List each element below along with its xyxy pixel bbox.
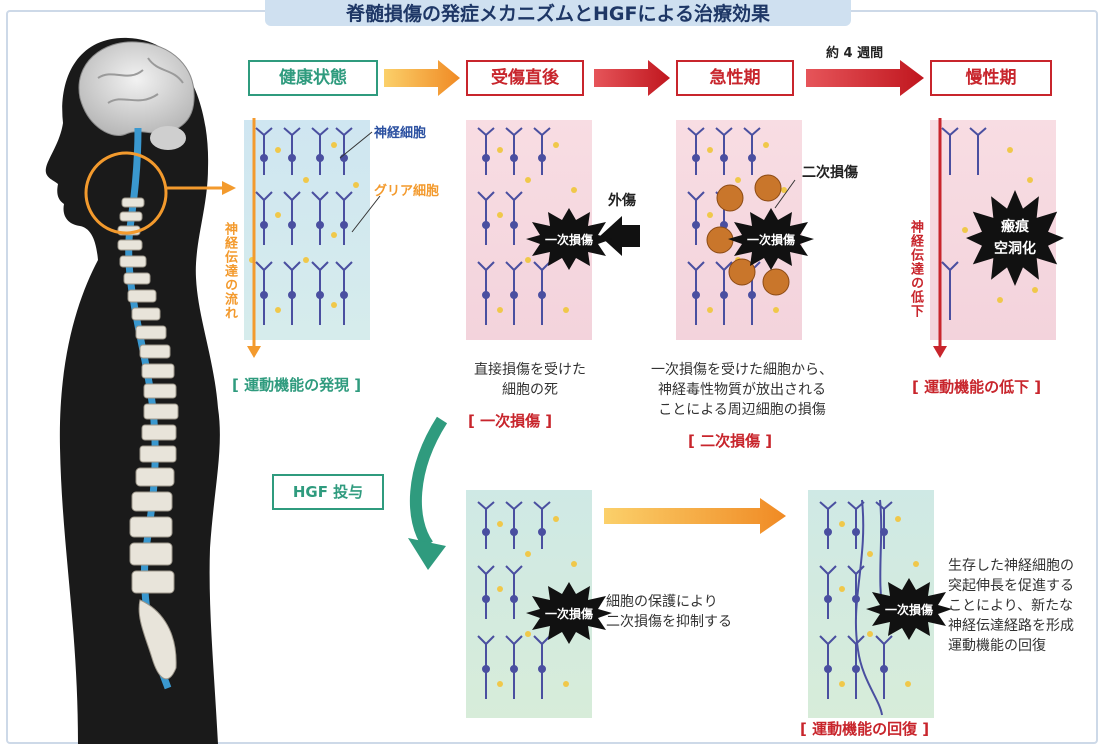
primary-injury-burst-3: 一次損傷 bbox=[526, 582, 612, 644]
primary-injury-text-4: 一次損傷 bbox=[884, 602, 933, 617]
trauma-label: 外傷 bbox=[608, 193, 636, 209]
primary-injury-burst-1: 一次損傷 bbox=[526, 208, 612, 270]
primary-injury-burst-4: 一次損傷 bbox=[866, 578, 952, 640]
motor-decline-label: [ 運動機能の低下 ] bbox=[912, 378, 1042, 396]
recovery-desc-line1: 生存した神経細胞の bbox=[948, 558, 1074, 574]
human-spine-illustration bbox=[45, 37, 220, 744]
secondary-desc-line2: 神経毒性物質が放出される bbox=[658, 382, 826, 398]
cavity-text: 空洞化 bbox=[994, 241, 1036, 257]
protect-desc-line2: 二次損傷を抑制する bbox=[606, 614, 732, 630]
secondary-desc-line1: 一次損傷を受けた細胞から、 bbox=[651, 362, 833, 378]
primary-desc-line1: 直接損傷を受けた bbox=[474, 362, 586, 378]
scar-burst: 瘢痕 空洞化 bbox=[966, 190, 1064, 286]
decline-vertical-label: 神経伝達の低下 bbox=[908, 220, 923, 318]
diagram-title: 脊髄損傷の発症メカニズムとHGFによる治療効果 bbox=[265, 0, 851, 26]
recovery-desc-line3: ことにより、新たな bbox=[948, 598, 1074, 614]
pointer-arrow bbox=[166, 181, 236, 195]
stage-acute: 急性期 bbox=[676, 60, 794, 96]
panel-healthy bbox=[244, 120, 370, 340]
primary-injury-text-2: 一次損傷 bbox=[746, 232, 795, 247]
stage-chronic: 慢性期 bbox=[930, 60, 1052, 96]
secondary-injury-label: 二次損傷 bbox=[802, 165, 858, 181]
motor-recovery-label: [ 運動機能の回復 ] bbox=[800, 720, 930, 738]
primary-injury-burst-2: 一次損傷 bbox=[728, 208, 814, 270]
secondary-desc-line3: ことによる周辺細胞の損傷 bbox=[658, 402, 826, 418]
scar-text: 瘢痕 bbox=[1001, 219, 1029, 235]
primary-injury-text-1: 一次損傷 bbox=[544, 232, 593, 247]
recovery-desc-line2: 突起伸長を促進する bbox=[948, 578, 1074, 594]
arrow-healthy-to-injury bbox=[384, 60, 460, 96]
primary-injury-text-3: 一次損傷 bbox=[544, 606, 593, 621]
secondary-bracket: [ 二次損傷 ] bbox=[688, 432, 773, 450]
hgf-dose-box: HGF 投与 bbox=[272, 474, 384, 510]
neuron-label: 神経細胞 bbox=[374, 126, 427, 141]
recovery-desc-line4: 神経伝達経路を形成 bbox=[948, 618, 1074, 634]
arrow-injury-to-acute bbox=[594, 60, 670, 96]
arrow-acute-to-chronic bbox=[806, 60, 924, 96]
time-label: 約 4 週間 bbox=[826, 46, 884, 61]
primary-bracket: [ 一次損傷 ] bbox=[468, 412, 553, 430]
glia-label: グリア細胞 bbox=[374, 184, 440, 199]
stage-post-injury: 受傷直後 bbox=[466, 60, 584, 96]
recovery-desc-line5: 運動機能の回復 bbox=[948, 638, 1046, 654]
primary-desc-line2: 細胞の死 bbox=[502, 382, 558, 398]
stage-healthy: 健康状態 bbox=[248, 60, 378, 96]
protect-desc-line1: 細胞の保護により bbox=[606, 594, 718, 610]
motor-expression-label: [ 運動機能の発現 ] bbox=[232, 376, 362, 394]
flow-vertical-label: 神経伝達の流れ bbox=[222, 222, 237, 320]
